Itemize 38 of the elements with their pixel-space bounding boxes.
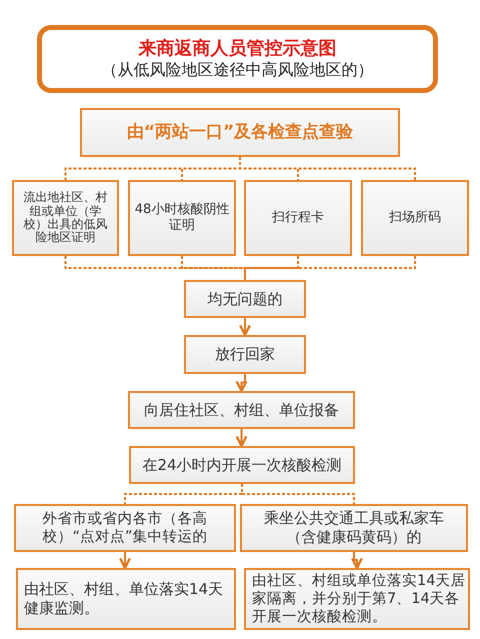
step-text: 放行回家 (215, 345, 275, 364)
dashed-connector (244, 256, 416, 280)
arrow (236, 374, 248, 392)
dashed-connector (239, 157, 416, 180)
subtitle-text: （从低风险地区途径中高风险地区的） (102, 60, 374, 80)
title-text: 来商返商人员管控示意图 (138, 38, 336, 60)
dashed-connector (241, 484, 355, 504)
dashed-connector (244, 256, 299, 280)
process-box (16, 568, 236, 630)
process-box (244, 568, 470, 630)
process-box (244, 180, 352, 256)
process-box (184, 335, 306, 374)
process-box (128, 180, 236, 256)
checkpoint-text: 由“两站一口”及各检查点查验 (126, 122, 354, 144)
step-text: 扫行程卡 (272, 210, 324, 226)
process-box (128, 391, 355, 429)
process-box (361, 180, 469, 256)
step-text: 在24小时内开展一次核酸检测 (142, 456, 342, 474)
process-box (12, 180, 119, 256)
title-frame (37, 25, 438, 93)
step-text: 由社区、村组、单位落实14天健康监测。 (24, 580, 224, 618)
step-text: 48小时核酸阴性证明 (134, 202, 230, 234)
step-text: 由社区、村组或单位落实14天居家隔离，并分别于第7、14天各开展一次核酸检测。 (252, 572, 466, 626)
process-box (184, 280, 306, 318)
step-text: 流出地社区、村组或单位（学校）出具的低风险地区证明 (22, 191, 108, 245)
step-text: 乘坐公共交通工具或私家车（含健康码黄码）的 (264, 509, 444, 547)
process-box (129, 446, 355, 484)
step-text: 均无问题的 (208, 290, 282, 308)
arrow (236, 429, 248, 448)
step-text: 向居住社区、村组、单位报备 (144, 400, 339, 420)
arrow (351, 552, 363, 570)
arrow (239, 318, 251, 336)
arrow (119, 552, 131, 570)
step-text: 外省市或省内各市（各高校）“点对点”集中转运的 (41, 510, 209, 546)
process-box (240, 504, 468, 552)
checkpoint-box (80, 108, 400, 157)
step-text: 扫场所码 (389, 210, 441, 226)
process-box (14, 504, 236, 552)
